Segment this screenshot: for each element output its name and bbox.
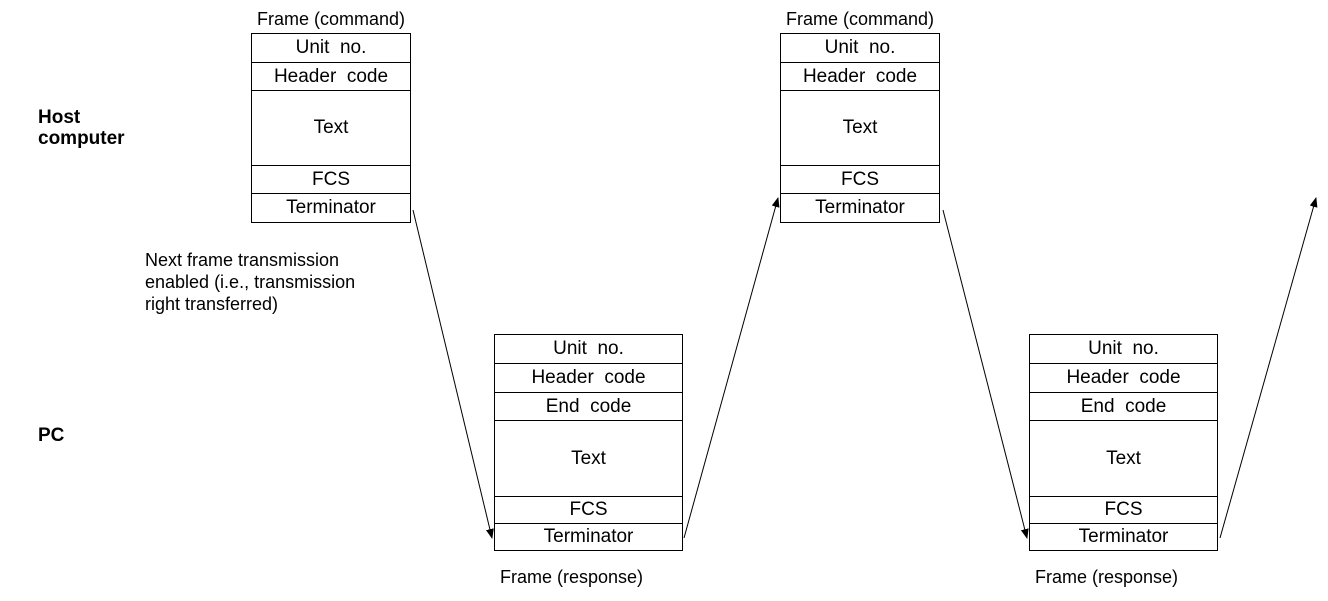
field-fcs: FCS [1030, 496, 1217, 523]
field-header-code: Header code [252, 62, 410, 90]
field-fcs: FCS [252, 165, 410, 193]
transmission-right-note: Next frame transmission enabled (i.e., t… [145, 250, 356, 314]
field-unit-no: Unit no. [553, 338, 624, 359]
response-frame-1: Unit no. Header code End code Text FCS T… [494, 334, 683, 551]
field-end-code: End code [1030, 392, 1217, 420]
field-unit-no: Unit no. [1088, 338, 1159, 359]
response-frame-2-caption: Frame (response) [1035, 567, 1179, 587]
field-terminator: Terminator [252, 193, 410, 222]
command-1-to-response-1-arrow [412, 209, 494, 539]
command-2-to-response-2-arrow [942, 209, 1029, 539]
command-frame-2-caption: Frame (command) [786, 9, 935, 29]
field-unit-no: Unit no. [295, 37, 367, 58]
field-text: Text [495, 420, 682, 496]
field-fcs: FCS [781, 165, 939, 193]
field-terminator: Terminator [495, 523, 682, 550]
command-frame-1: Unit no. Header code Text FCS Terminator [251, 33, 411, 223]
response-frame-1-caption: Frame (response) [500, 567, 644, 587]
field-end-code: End code [495, 392, 682, 420]
field-header-code: Header code [781, 62, 939, 90]
response-frame-2: Unit no. Header code End code Text FCS T… [1029, 334, 1218, 551]
field-header-code: Header code [495, 363, 682, 392]
field-fcs: FCS [495, 496, 682, 523]
command-frame-1-caption: Frame (command) [257, 9, 406, 29]
field-text: Text [252, 90, 410, 165]
command-frame-2: Unit no. Header code Text FCS Terminator [780, 33, 940, 223]
field-terminator: Terminator [1030, 523, 1217, 550]
response-2-onward-arrow [1219, 197, 1318, 539]
pc-label: PC [38, 425, 65, 446]
field-unit-no: Unit no. [824, 37, 896, 58]
field-text: Text [781, 90, 939, 165]
field-terminator: Terminator [781, 193, 939, 222]
field-header-code: Header code [1030, 363, 1217, 392]
host-computer-label: Host computer [38, 107, 125, 149]
response-1-to-command-2-arrow [683, 197, 780, 539]
field-text: Text [1030, 420, 1217, 496]
